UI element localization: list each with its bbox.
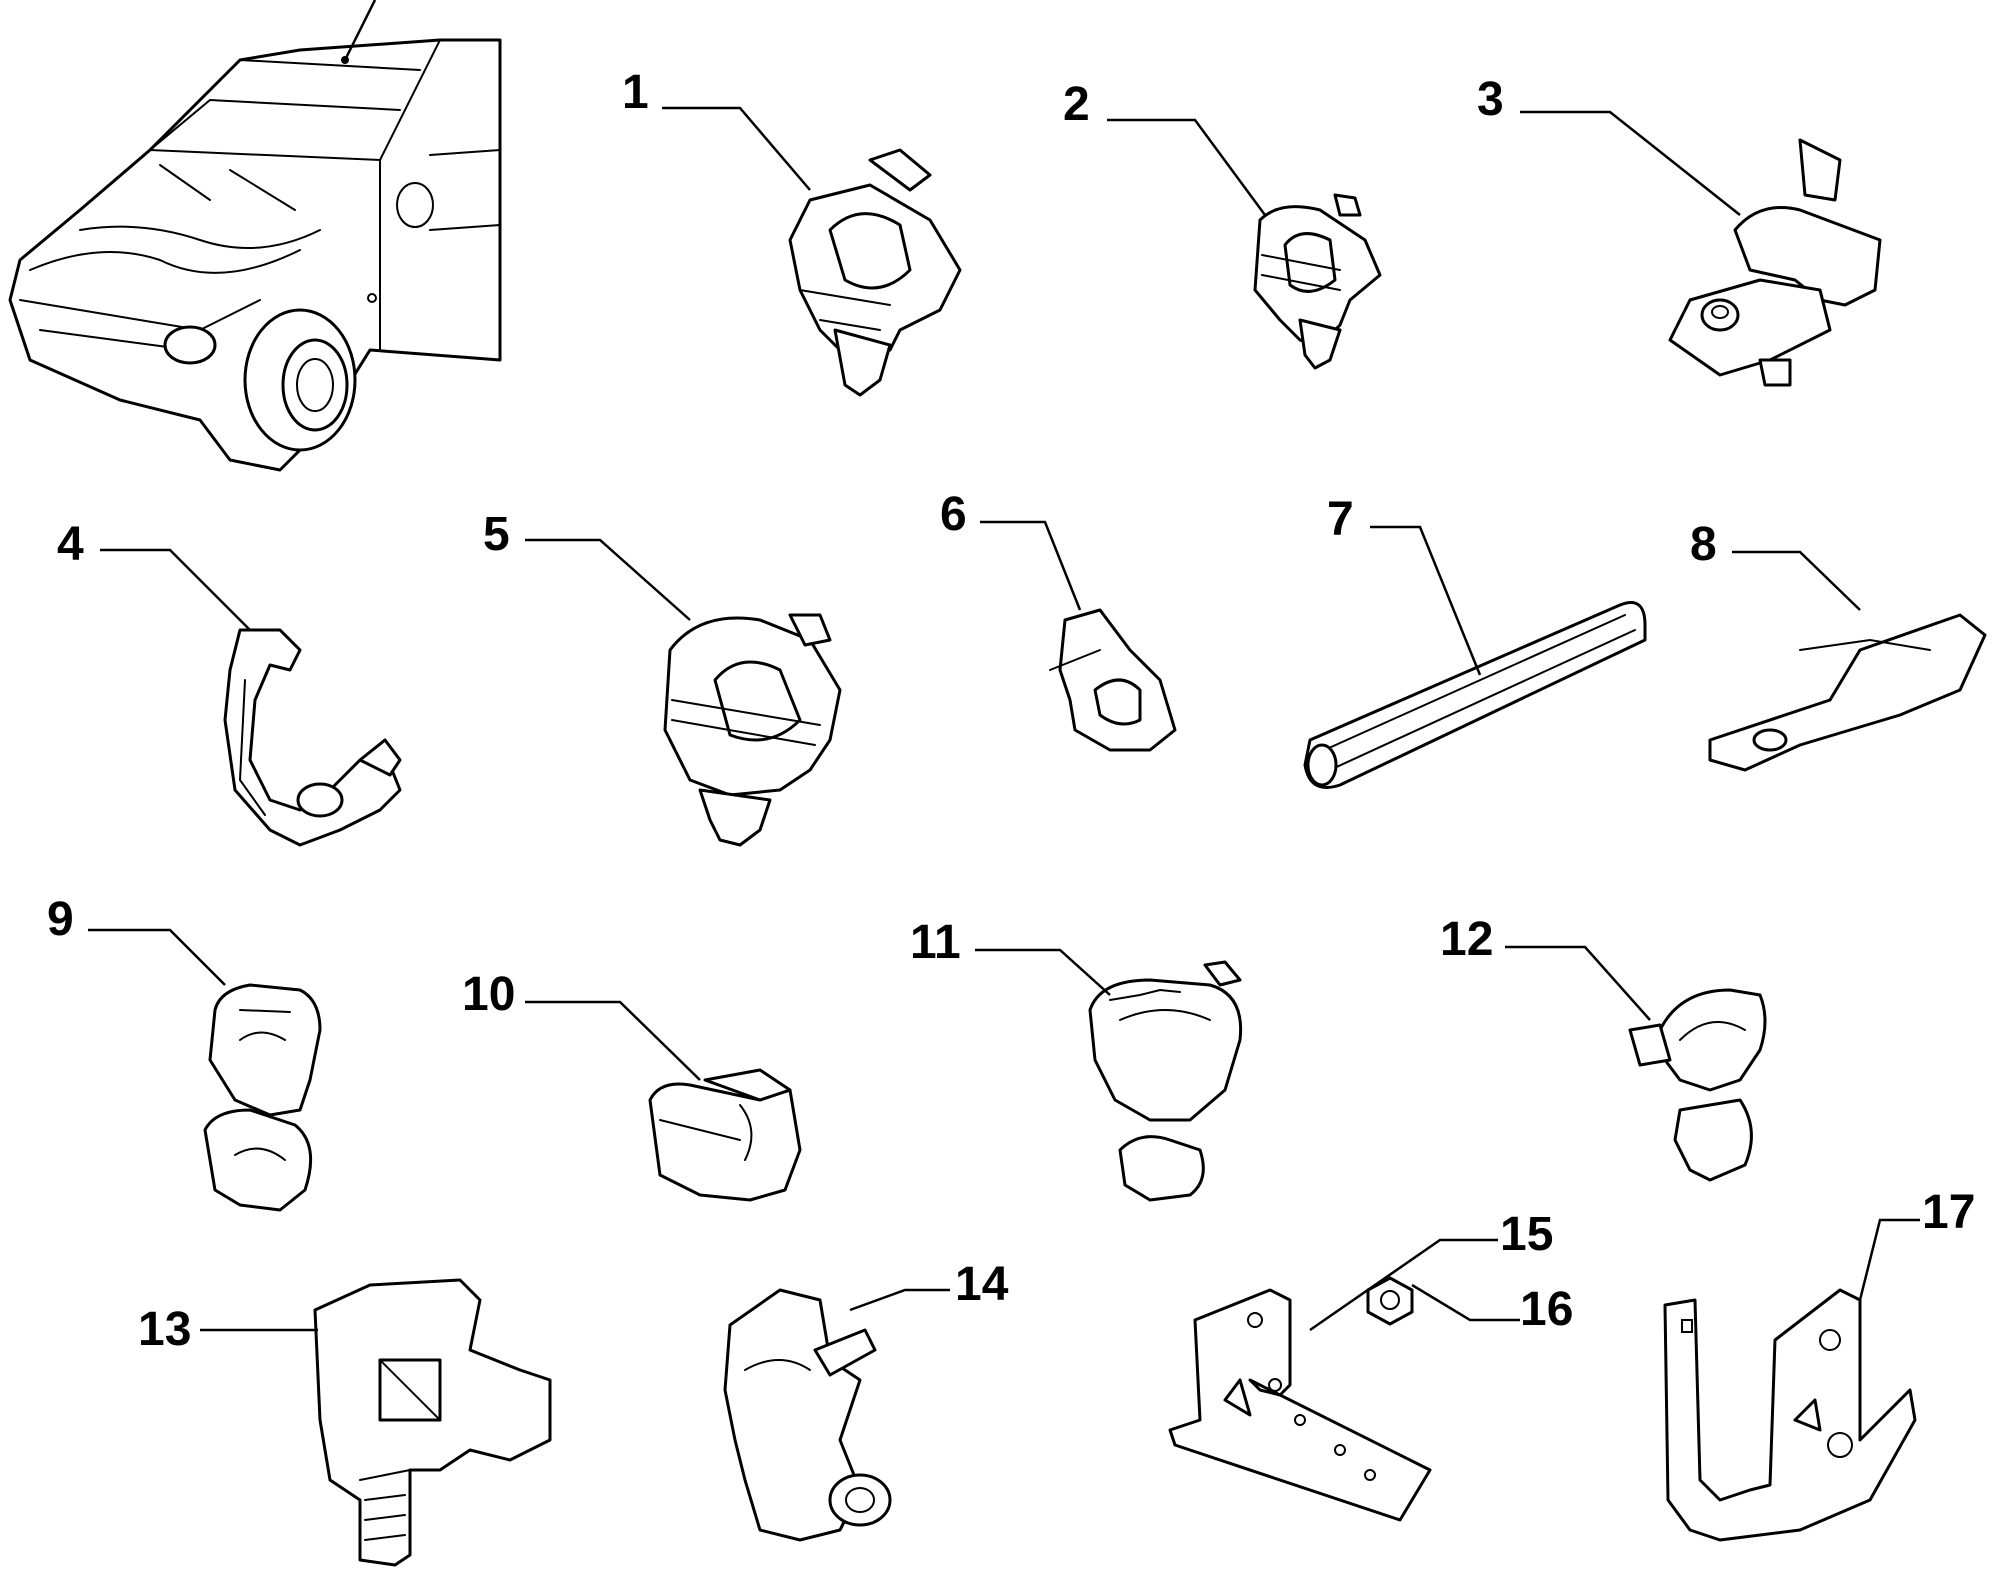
part-4: 4 bbox=[57, 518, 402, 847]
callout-2: 2 bbox=[1063, 78, 1090, 131]
callout-3: 3 bbox=[1477, 73, 1504, 126]
callout-9: 9 bbox=[47, 893, 74, 946]
part-10: 10 bbox=[462, 968, 802, 1202]
part-2: 2 bbox=[1063, 78, 1382, 370]
callout-15: 15 bbox=[1500, 1208, 1553, 1261]
callout-12: 12 bbox=[1440, 913, 1493, 966]
part-9: 9 bbox=[47, 893, 322, 1212]
callout-1: 1 bbox=[622, 66, 649, 119]
callout-5: 5 bbox=[483, 508, 510, 561]
part-5: 5 bbox=[483, 508, 842, 847]
callout-13: 13 bbox=[138, 1303, 191, 1356]
part-7: 7 bbox=[1303, 493, 1647, 789]
part-8: 8 bbox=[1690, 518, 1987, 772]
callout-8: 8 bbox=[1690, 518, 1717, 571]
part-6: 6 bbox=[940, 488, 1177, 752]
vehicle-overview bbox=[8, 0, 502, 472]
callout-10: 10 bbox=[462, 968, 515, 1021]
part-13: 13 bbox=[138, 1278, 552, 1567]
callout-6: 6 bbox=[940, 488, 967, 541]
part-12: 12 bbox=[1440, 913, 1767, 1182]
part-1: 1 bbox=[622, 66, 962, 397]
part-3: 3 bbox=[1477, 73, 1882, 387]
part-15: 15 bbox=[1168, 1208, 1553, 1522]
callout-16: 16 bbox=[1520, 1283, 1573, 1336]
part-17: 17 bbox=[1663, 1186, 1975, 1542]
part-14: 14 bbox=[723, 1258, 1009, 1542]
callout-11: 11 bbox=[910, 916, 961, 969]
callout-7: 7 bbox=[1327, 493, 1354, 546]
callout-4: 4 bbox=[57, 518, 84, 571]
callout-14: 14 bbox=[955, 1258, 1009, 1311]
part-11: 11 bbox=[910, 916, 1243, 1202]
callout-17: 17 bbox=[1922, 1186, 1975, 1239]
part-16: 16 bbox=[1366, 1276, 1573, 1336]
